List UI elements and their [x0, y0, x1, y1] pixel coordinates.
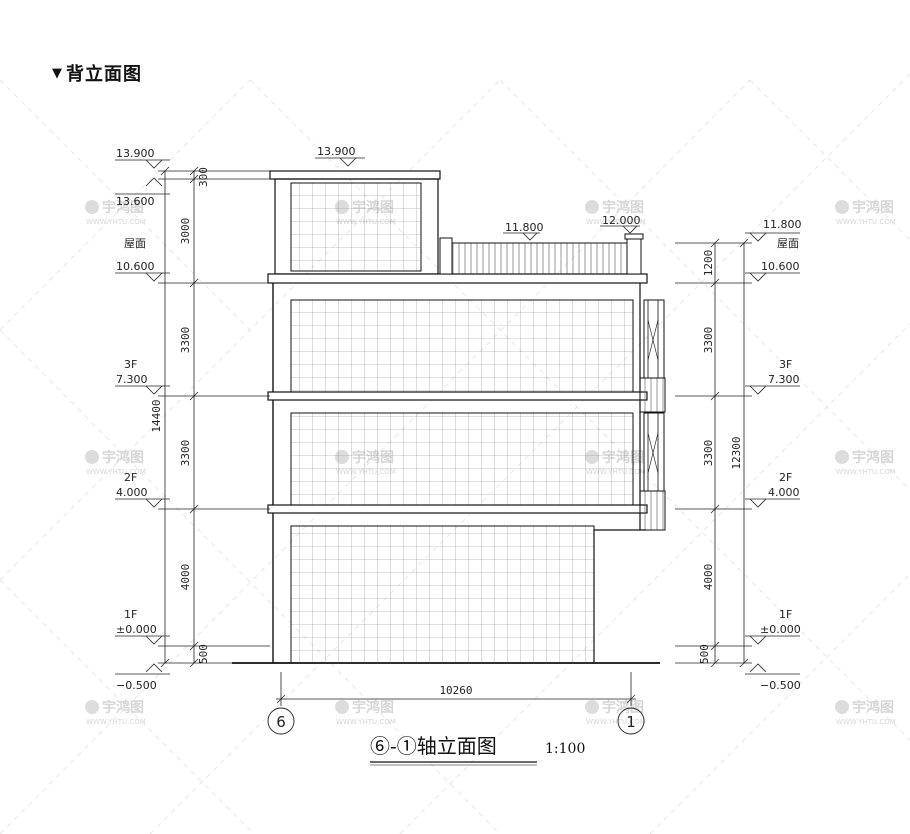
dim-left-2: 3300	[179, 327, 192, 354]
level-left-10600: 10.600	[116, 260, 155, 273]
level-right-roof-label: 屋面	[777, 237, 799, 250]
level-left-3f-label: 3F	[124, 358, 137, 371]
level-top-tower: 13.900	[317, 145, 356, 158]
dim-right-2: 3300	[702, 440, 715, 467]
section-header: ▼ 背立面图	[52, 60, 142, 86]
level-right-4000: 4.000	[768, 486, 800, 499]
right-level-markers	[745, 232, 800, 675]
svg-text:宇鸿图: 宇鸿图	[602, 699, 644, 716]
dim-right-total: 12300	[730, 436, 743, 469]
dim-right-0: 1200	[702, 250, 715, 277]
svg-text:WWW.YHTU.COM: WWW.YHTU.COM	[836, 718, 896, 726]
svg-text:6: 6	[276, 713, 286, 731]
bottom-dimension	[276, 672, 636, 706]
dim-left-0: 300	[197, 167, 210, 187]
level-left-roof-label: 屋面	[124, 237, 146, 250]
svg-text:WWW.YHTU.COM: WWW.YHTU.COM	[336, 718, 396, 726]
building-elevation	[232, 170, 666, 664]
svg-text:1: 1	[626, 713, 636, 731]
level-left-7300: 7.300	[116, 373, 148, 386]
left-level-markers	[115, 159, 170, 675]
level-right-neg0500: −0.500	[760, 679, 801, 692]
svg-text:宇鸿图: 宇鸿图	[102, 449, 144, 466]
level-left-1f-label: 1F	[124, 608, 137, 621]
svg-text:WWW.YHTU.COM: WWW.YHTU.COM	[586, 218, 646, 226]
svg-text:宇鸿图: 宇鸿图	[852, 449, 894, 466]
dim-left-3: 3300	[179, 440, 192, 467]
drawing-caption: ⑥-①轴立面图	[370, 734, 497, 758]
svg-text:宇鸿图: 宇鸿图	[102, 699, 144, 716]
axis-bubble-1: 1	[617, 707, 645, 735]
level-left-13900: 13.900	[116, 147, 155, 160]
level-right-2f-label: 2F	[779, 471, 792, 484]
triangle-marker-icon: ▼	[52, 65, 62, 81]
svg-text:宇鸿图: 宇鸿图	[852, 199, 894, 216]
level-left-13600: 13.600	[116, 195, 155, 208]
level-left-4000: 4.000	[116, 486, 148, 499]
dim-left-total: 14400	[150, 399, 163, 432]
dim-right-3: 4000	[702, 564, 715, 591]
level-right-10600: 10.600	[761, 260, 800, 273]
dim-right-4: 500	[698, 644, 711, 664]
svg-text:WWW.YHTU.COM: WWW.YHTU.COM	[586, 718, 646, 726]
level-right-1f-label: 1F	[779, 608, 792, 621]
dim-bottom-total: 10260	[439, 684, 472, 697]
level-top-parapet-post: 12.000	[602, 214, 641, 227]
level-left-2f-label: 2F	[124, 471, 137, 484]
svg-text:WWW.YHTU.COM: WWW.YHTU.COM	[86, 468, 146, 476]
svg-text:WWW.YHTU.COM: WWW.YHTU.COM	[86, 718, 146, 726]
svg-text:宇鸿图: 宇鸿图	[102, 199, 144, 216]
svg-text:宇鸿图: 宇鸿图	[602, 199, 644, 216]
watermark-grid	[0, 73, 910, 834]
svg-text:WWW.YHTU.COM: WWW.YHTU.COM	[86, 218, 146, 226]
level-right-11800: 11.800	[763, 218, 802, 231]
left-dimension-lines	[158, 166, 270, 668]
dim-right-1: 3300	[702, 327, 715, 354]
level-left-0000: ±0.000	[116, 623, 157, 636]
svg-text:宇鸿图: 宇鸿图	[852, 699, 894, 716]
page-title: 背立面图	[66, 64, 142, 85]
svg-text:WWW.YHTU.COM: WWW.YHTU.COM	[836, 218, 896, 226]
level-left-neg0500: −0.500	[116, 679, 157, 692]
level-top-parapet: 11.800	[505, 221, 544, 234]
drawing-scale: 1:100	[545, 741, 585, 757]
dim-left-4: 4000	[179, 564, 192, 591]
level-right-7300: 7.300	[768, 373, 800, 386]
axis-bubble-6: 6	[267, 707, 295, 735]
level-right-0000: ±0.000	[760, 623, 801, 636]
svg-text:WWW.YHTU.COM: WWW.YHTU.COM	[836, 468, 896, 476]
svg-text:宇鸿图: 宇鸿图	[352, 699, 394, 716]
level-right-3f-label: 3F	[779, 358, 792, 371]
right-dimension-lines	[675, 238, 752, 668]
top-level-marks	[315, 157, 640, 241]
dim-left-1: 3000	[179, 218, 192, 245]
dim-left-5: 500	[197, 644, 210, 664]
